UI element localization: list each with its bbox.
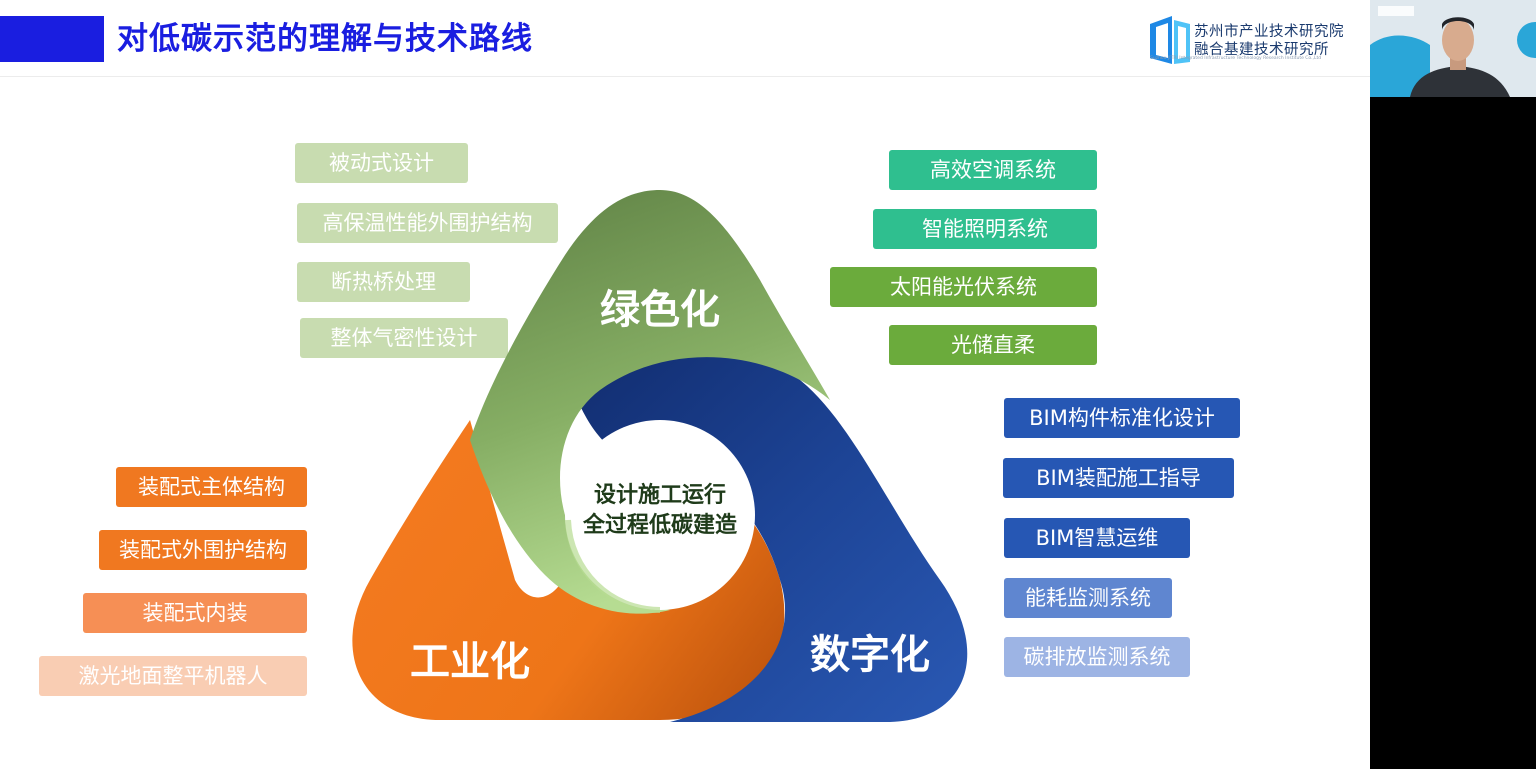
tag-prefab-envelope: 装配式外围护结构 [99, 530, 307, 570]
tag-insulated-envelope: 高保温性能外围护结构 [297, 203, 558, 243]
digital-label: 数字化 [810, 632, 930, 678]
tag-bim-operation: BIM智慧运维 [1004, 518, 1190, 558]
presenter-figure-icon [1370, 0, 1536, 97]
slide-title: 对低碳示范的理解与技术路线 [117, 21, 533, 57]
presenter-video[interactable] [1370, 0, 1536, 97]
tag-energy-monitor: 能耗监测系统 [1004, 578, 1172, 618]
logo-english-text: Suzhou JITRI Integrated Infrastructure T… [1150, 56, 1322, 61]
center-text-line1: 设计施工运行 [594, 482, 726, 508]
tag-pedf: 光储直柔 [889, 325, 1097, 365]
logo-mark-icon [1150, 16, 1190, 64]
slide: 对低碳示范的理解与技术路线 苏州市产业技术研究院 融合基建技术研究所 Suzho… [0, 0, 1370, 769]
tag-bim-assembly: BIM装配施工指导 [1003, 458, 1234, 498]
tag-bim-design: BIM构件标准化设计 [1004, 398, 1240, 438]
institute-logo: 苏州市产业技术研究院 融合基建技术研究所 Suzhou JITRI Integr… [1148, 14, 1358, 68]
logo-text-line1: 苏州市产业技术研究院 [1194, 24, 1344, 40]
tag-prefab-interior: 装配式内装 [83, 593, 307, 633]
logo-text-line2: 融合基建技术研究所 [1194, 42, 1329, 58]
green-label: 绿色化 [600, 287, 720, 333]
green-lobe [470, 190, 830, 614]
center-circle [565, 420, 755, 610]
tag-airtightness: 整体气密性设计 [300, 318, 508, 358]
header-divider [0, 76, 1370, 77]
tag-laser-robot: 激光地面整平机器人 [39, 656, 307, 696]
tag-thermal-bridge: 断热桥处理 [297, 262, 470, 302]
video-panel-background [1370, 97, 1536, 769]
tag-lighting: 智能照明系统 [873, 209, 1097, 249]
header-accent-bar [0, 16, 104, 62]
tag-prefab-structure: 装配式主体结构 [116, 467, 307, 507]
center-text-line2: 全过程低碳建造 [582, 512, 737, 538]
tag-carbon-monitor: 碳排放监测系统 [1004, 637, 1190, 677]
tag-passive-design: 被动式设计 [295, 143, 468, 183]
tag-hvac: 高效空调系统 [889, 150, 1097, 190]
lowcarbon-triangle-diagram: 绿色化 工业化 数字化 设计施工运行 全过程低碳建造 [352, 190, 968, 722]
tag-solar-pv: 太阳能光伏系统 [830, 267, 1097, 307]
industrial-label: 工业化 [410, 639, 530, 685]
